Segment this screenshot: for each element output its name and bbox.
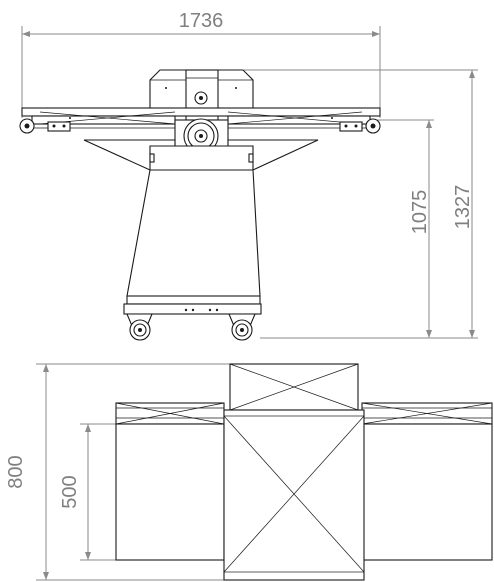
housing-plan	[229, 363, 359, 411]
width-dimension: 1736	[21, 10, 381, 118]
body-plan	[223, 409, 365, 581]
overall-height-label: 1327	[452, 185, 474, 230]
conveyor-tables	[21, 107, 381, 132]
belt-depth-label: 500	[59, 475, 81, 508]
front-view: 1736 1327 1075	[19, 10, 478, 341]
right-belt	[361, 402, 493, 561]
belt-depth-dimension: 500	[59, 423, 116, 561]
machine-frame	[83, 139, 319, 297]
depth-dimension: 800	[5, 363, 230, 581]
end-rollers	[19, 118, 381, 134]
top-view: 800 500	[5, 363, 493, 581]
table-height-label: 1075	[409, 190, 431, 235]
overall-height-dimension: 1327	[244, 69, 478, 339]
table-height-dimension: 1075	[374, 119, 434, 338]
left-belt	[115, 402, 225, 561]
width-dimension-label: 1736	[179, 10, 224, 32]
base-and-casters	[123, 295, 262, 341]
depth-dimension-label: 800	[5, 455, 27, 488]
